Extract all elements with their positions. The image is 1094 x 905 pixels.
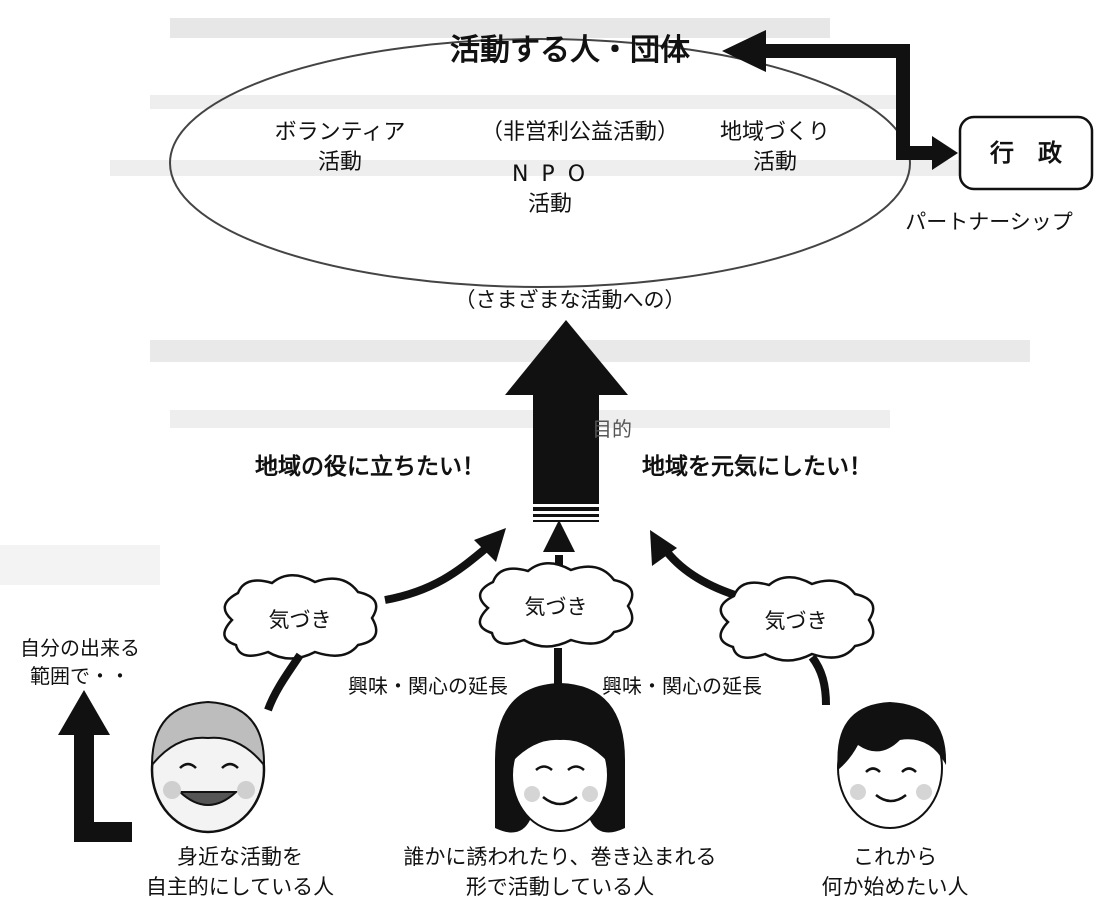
- caption-right-line-1: これから: [853, 845, 937, 869]
- npo-line-2: 活動: [527, 192, 572, 217]
- scope-arrow: [58, 690, 132, 842]
- interest-right: 興味・関心の延長: [602, 674, 762, 698]
- caption-right-line-2: 何か始めたい人: [821, 875, 969, 899]
- young-person-icon: [837, 702, 947, 829]
- caption-center-line-1: 誰かに誘われたり、巻き込まれる: [403, 845, 717, 869]
- awareness-center: 気づき: [524, 595, 588, 619]
- community-activity-label: 地域づくり 活動: [690, 118, 860, 178]
- scope-note: 自分の出来る 範囲で・・: [0, 634, 160, 690]
- partnership-arrow: [722, 30, 958, 170]
- awareness-right: 気づき: [764, 609, 828, 633]
- goal-right-text: 地域を元気にしたい！: [642, 454, 872, 480]
- scope-line-1: 自分の出来る: [20, 636, 140, 660]
- community-line-2: 活動: [752, 150, 797, 175]
- big-up-arrow: [505, 320, 628, 522]
- caption-center: 誰かに誘われたり、巻き込まれる 形で活動している人: [380, 842, 740, 902]
- npo-activity-label: N P O 活動: [470, 160, 630, 220]
- organizations-ellipse: [169, 38, 911, 288]
- goal-label: 目的: [592, 417, 632, 441]
- awareness-clouds: [223, 562, 875, 662]
- page-title: 活動する人・団体: [450, 33, 690, 68]
- partnership-label: パートナーシップ: [905, 210, 1073, 234]
- community-line-1: 地域づくり: [719, 120, 830, 145]
- volunteer-line-2: 活動: [317, 150, 362, 175]
- interest-left: 興味・関心の延長: [348, 674, 508, 698]
- awareness-left: 気づき: [268, 608, 332, 632]
- caption-right: これから 何か始めたい人: [790, 842, 1000, 902]
- volunteer-line-1: ボランティア: [274, 120, 406, 145]
- caption-left-line-2: 自主的にしている人: [145, 875, 335, 899]
- government-box: [958, 115, 1094, 191]
- goal-left-text: 地域の役に立ちたい！: [255, 454, 485, 480]
- elderly-person-icon: [150, 700, 266, 834]
- caption-left: 身近な活動を 自主的にしている人: [110, 842, 370, 902]
- caption-left-line-1: 身近な活動を: [177, 845, 303, 869]
- npo-line-1: N P O: [511, 162, 589, 187]
- woman-icon: [495, 683, 625, 833]
- volunteer-activity-label: ボランティア 活動: [255, 118, 425, 178]
- scope-line-2: 範囲で・・: [30, 664, 130, 688]
- nonprofit-note: （非営利公益活動）: [480, 120, 679, 145]
- caption-center-line-2: 形で活動している人: [465, 875, 655, 899]
- government-label: 行 政: [990, 139, 1062, 167]
- to-activities-label: （さまざまな活動への）: [454, 288, 686, 312]
- curved-arrowheads: [474, 520, 677, 566]
